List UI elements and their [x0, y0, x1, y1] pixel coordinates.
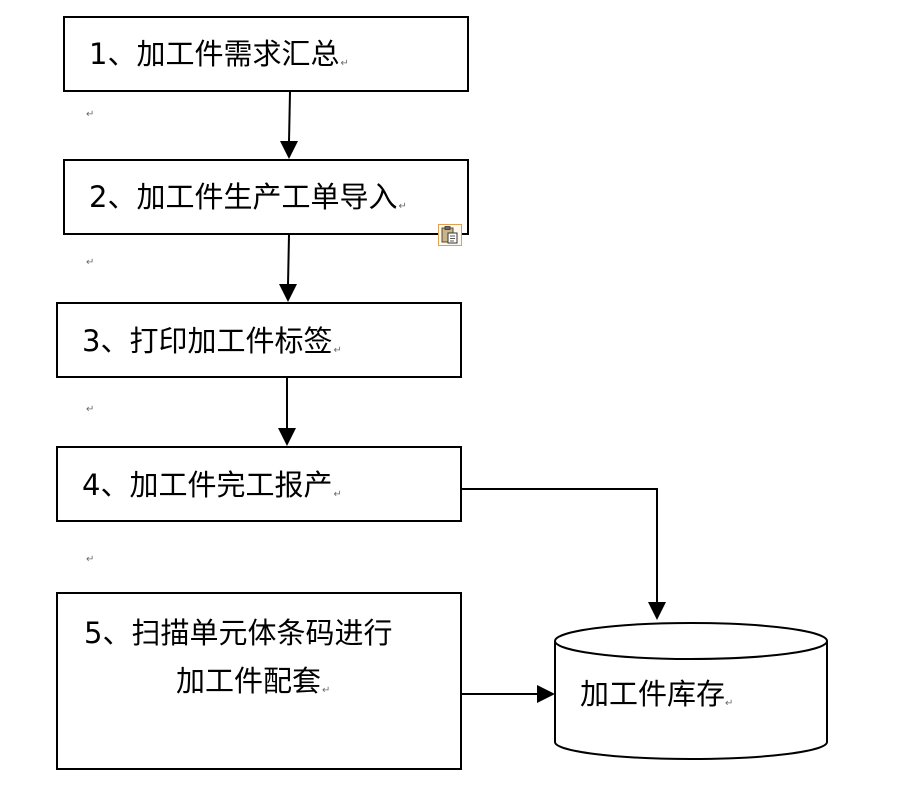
arrowhead-step1-to-step2 [280, 141, 298, 159]
paragraph-mark-icon: ↵ [725, 698, 734, 709]
arrowhead-step3-to-step4 [278, 428, 296, 446]
arrow-step2-to-step3 [287, 234, 290, 286]
step-label-1: 1、加工件需求汇总↵ [89, 37, 349, 71]
step-box-1: 1、加工件需求汇总↵ [63, 16, 469, 92]
step-label-2: 2、加工件生产工单导入↵ [89, 180, 407, 214]
paragraph-mark-icon: ↵ [398, 201, 407, 212]
step-box-3: 3、打印加工件标签↵ [56, 302, 462, 378]
arrow-step1-to-step2 [288, 91, 291, 143]
paste-options-icon[interactable] [438, 224, 462, 246]
arrow-step4-to-inventory [462, 488, 658, 603]
step-box-5: 5、扫描单元体条码进行 加工件配套↵ [56, 592, 462, 770]
paragraph-mark-icon: ↵ [86, 257, 95, 268]
step-box-2: 2、加工件生产工单导入↵ [63, 159, 469, 235]
paragraph-mark-icon: ↵ [333, 345, 342, 356]
paragraph-mark-icon: ↵ [322, 685, 331, 696]
step-label-4: 4、加工件完工报产↵ [82, 468, 342, 502]
step-label-5-line1: 5、扫描单元体条码进行 [84, 616, 393, 650]
paragraph-mark-icon: ↵ [86, 109, 95, 120]
inventory-cylinder [554, 622, 828, 760]
paragraph-mark-icon: ↵ [86, 404, 95, 415]
arrowhead-step2-to-step3 [279, 284, 297, 302]
paragraph-mark-icon: ↵ [86, 554, 95, 565]
paragraph-mark-icon: ↵ [340, 58, 349, 69]
arrowhead-step5-to-inventory [537, 685, 555, 703]
inventory-label: 加工件库存↵ [580, 677, 734, 711]
arrowhead-step4-to-inventory [648, 602, 666, 620]
step-label-5-line2: 加工件配套↵ [176, 664, 331, 698]
step-label-3: 3、打印加工件标签↵ [82, 324, 342, 358]
step-box-4: 4、加工件完工报产↵ [56, 446, 462, 522]
paragraph-mark-icon: ↵ [333, 489, 342, 500]
